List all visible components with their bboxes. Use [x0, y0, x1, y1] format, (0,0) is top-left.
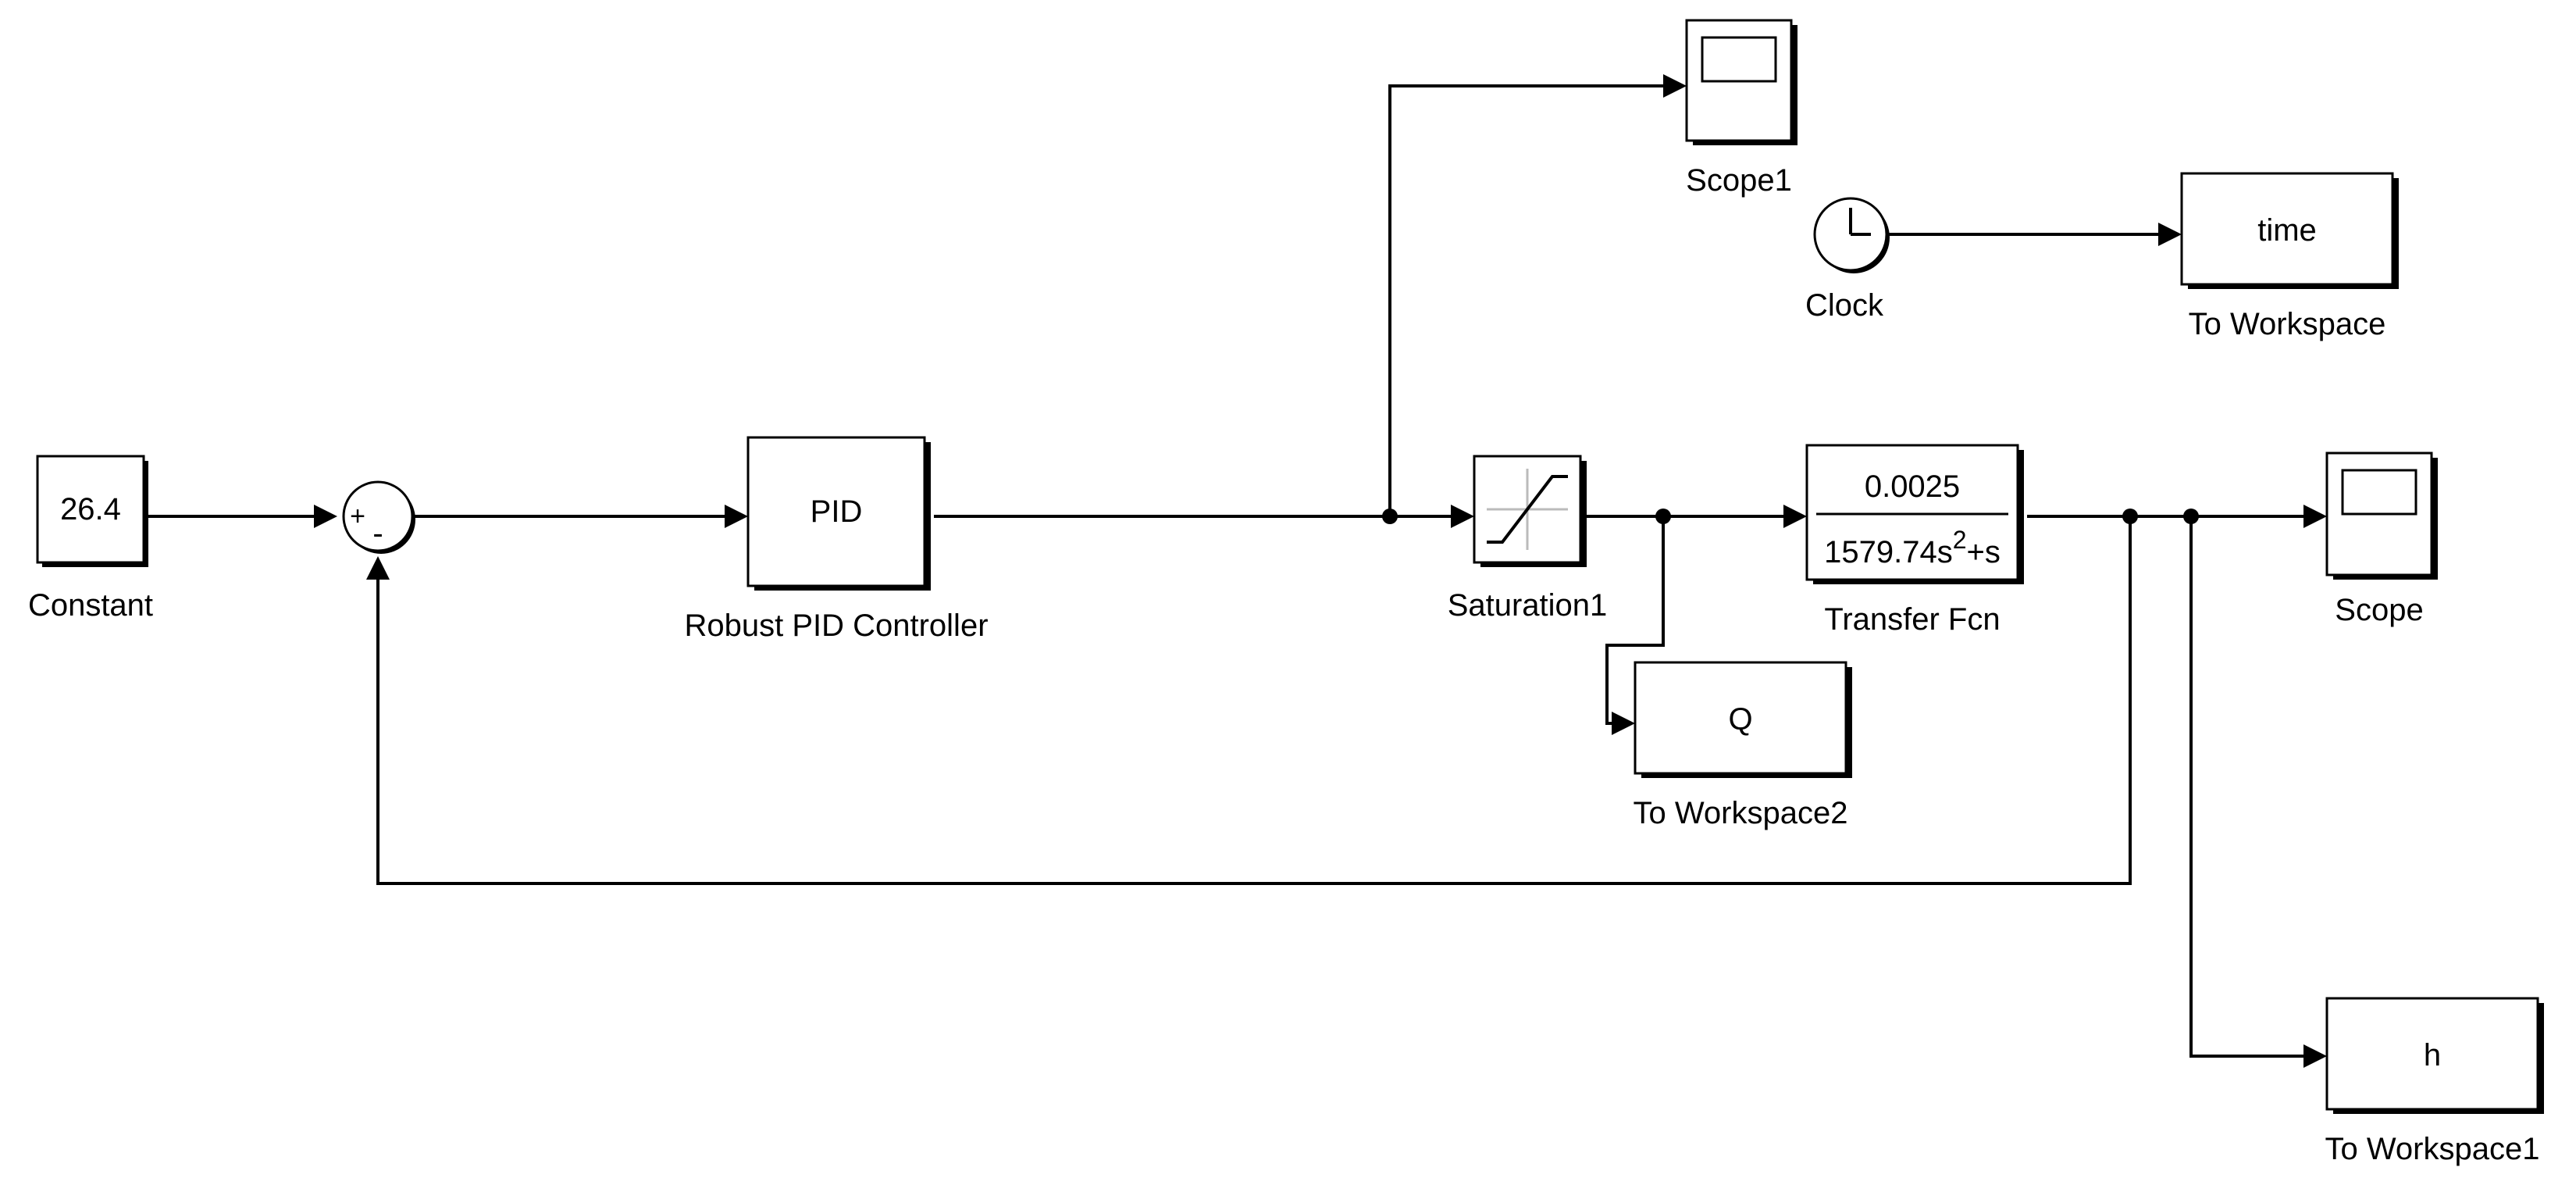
line-branch-to-workspace1[interactable] — [2189, 516, 2305, 1058]
transfer-fcn-label[interactable]: Transfer Fcn — [1824, 602, 2000, 637]
saturation-label[interactable]: Saturation1 — [1448, 588, 1608, 623]
pid-value: PID — [811, 494, 863, 529]
to-workspace1-variable: h — [2424, 1038, 2441, 1073]
scope-block[interactable]: Scope — [2325, 452, 2438, 627]
line-branch-to-scope1[interactable] — [1388, 84, 1665, 516]
saturation-block[interactable]: Saturation1 — [1448, 455, 1608, 623]
to-workspace-variable: time — [2257, 213, 2317, 248]
to-workspace2-block[interactable]: Q To Workspace2 — [1634, 661, 1852, 830]
arrow-head — [2303, 505, 2327, 528]
scope-display-icon — [2341, 469, 2417, 516]
scope1-block[interactable]: Scope1 — [1685, 19, 1797, 198]
arrow-head — [725, 505, 748, 528]
constant-label[interactable]: Constant — [28, 588, 153, 623]
tf-denominator: 1579.74s2+s — [1824, 526, 2001, 569]
tf-numerator: 0.0025 — [1865, 469, 1960, 504]
constant-value: 26.4 — [60, 492, 121, 526]
branch-point — [1655, 509, 1671, 524]
arrow-head — [1612, 712, 1635, 735]
to-workspace1-label[interactable]: To Workspace1 — [2325, 1132, 2540, 1166]
pid-label[interactable]: Robust PID Controller — [684, 609, 988, 643]
arrow-head — [1663, 74, 1687, 98]
to-workspace-label[interactable]: To Workspace — [2189, 307, 2386, 341]
branch-point — [2122, 509, 2138, 524]
to-workspace1-block[interactable]: h To Workspace1 — [2325, 997, 2544, 1166]
branch-point — [2183, 509, 2199, 524]
arrow-head — [1451, 505, 1474, 528]
to-workspace2-label[interactable]: To Workspace2 — [1634, 796, 1848, 830]
to-workspace-block[interactable]: time To Workspace — [2180, 172, 2399, 341]
pid-controller-block[interactable]: PID Robust PID Controller — [684, 436, 989, 643]
line-feedback-to-sum[interactable] — [376, 516, 2132, 885]
scope-label[interactable]: Scope — [2335, 593, 2423, 627]
arrow-head — [2303, 1044, 2327, 1068]
branch-point — [1382, 509, 1398, 524]
sum-block[interactable]: + - — [342, 480, 415, 554]
arrow-head — [2158, 223, 2182, 246]
scope1-label[interactable]: Scope1 — [1686, 163, 1792, 198]
constant-block[interactable]: 26.4 Constant — [28, 455, 153, 623]
clock-label[interactable]: Clock — [1805, 288, 1884, 323]
clock-icon — [1849, 208, 1871, 236]
transfer-fcn-block[interactable]: 0.0025 1579.74s2+s Transfer Fcn — [1805, 444, 2024, 637]
arrow-head — [366, 556, 390, 580]
saturation-icon — [1487, 469, 1568, 550]
clock-block[interactable]: Clock — [1805, 197, 1890, 323]
arrow-head — [314, 505, 337, 528]
sum-plus-sign: + — [350, 501, 365, 531]
sum-minus-sign: - — [372, 516, 383, 551]
line-branch-to-workspace2[interactable] — [1605, 516, 1665, 725]
arrow-head — [1783, 505, 1807, 528]
scope-display-icon — [1701, 36, 1777, 83]
to-workspace2-variable: Q — [1728, 702, 1752, 737]
signal-lines — [145, 74, 2327, 1068]
